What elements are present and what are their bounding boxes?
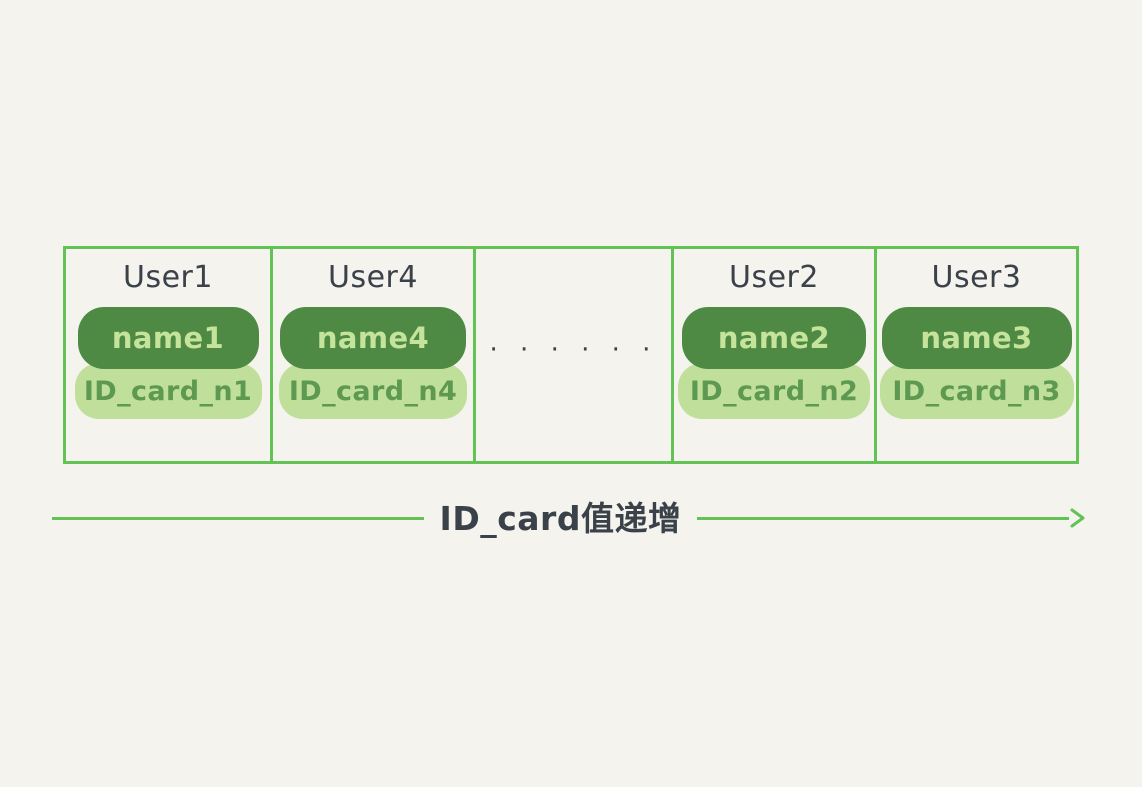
- table-cell-ellipsis: · · · · · ·: [476, 249, 674, 461]
- pill-stack-user3: name3 ID_card_n3: [877, 307, 1076, 419]
- id-card-pill-user1: ID_card_n1: [74, 363, 262, 419]
- pill-stack-user1: name1 ID_card_n1: [66, 307, 270, 419]
- table-cell-user3: User3 name3 ID_card_n3: [877, 249, 1076, 461]
- ellipsis-icon: · · · · · ·: [489, 335, 658, 365]
- name-pill-user4: name4: [280, 307, 466, 369]
- id-card-pill-user2: ID_card_n2: [678, 363, 870, 419]
- cell-title-user1: User1: [123, 260, 213, 295]
- cell-title-user4: User4: [328, 260, 418, 295]
- arrow-right-icon: [1066, 507, 1088, 529]
- axis-line-right: [697, 516, 1069, 520]
- table-cell-user2: User2 name2 ID_card_n2: [674, 249, 877, 461]
- name-pill-user2: name2: [682, 307, 866, 369]
- cell-title-user3: User3: [931, 260, 1022, 295]
- pill-stack-user2: name2 ID_card_n2: [674, 307, 874, 419]
- increasing-axis: ID_card值递增: [52, 495, 1088, 541]
- axis-label: ID_card值递增: [439, 499, 682, 538]
- pill-stack-user4: name4 ID_card_n4: [273, 307, 473, 419]
- id-card-pill-user4: ID_card_n4: [279, 363, 467, 419]
- cell-title-user2: User2: [729, 260, 819, 295]
- table-cell-user4: User4 name4 ID_card_n4: [273, 249, 476, 461]
- name-pill-user1: name1: [77, 307, 259, 369]
- axis-line-left: [52, 516, 424, 520]
- user-table: User1 name1 ID_card_n1 User4 name4 ID_ca…: [63, 246, 1079, 464]
- table-cell-user1: User1 name1 ID_card_n1: [66, 249, 273, 461]
- id-card-pill-user3: ID_card_n3: [879, 363, 1074, 419]
- name-pill-user3: name3: [881, 307, 1072, 369]
